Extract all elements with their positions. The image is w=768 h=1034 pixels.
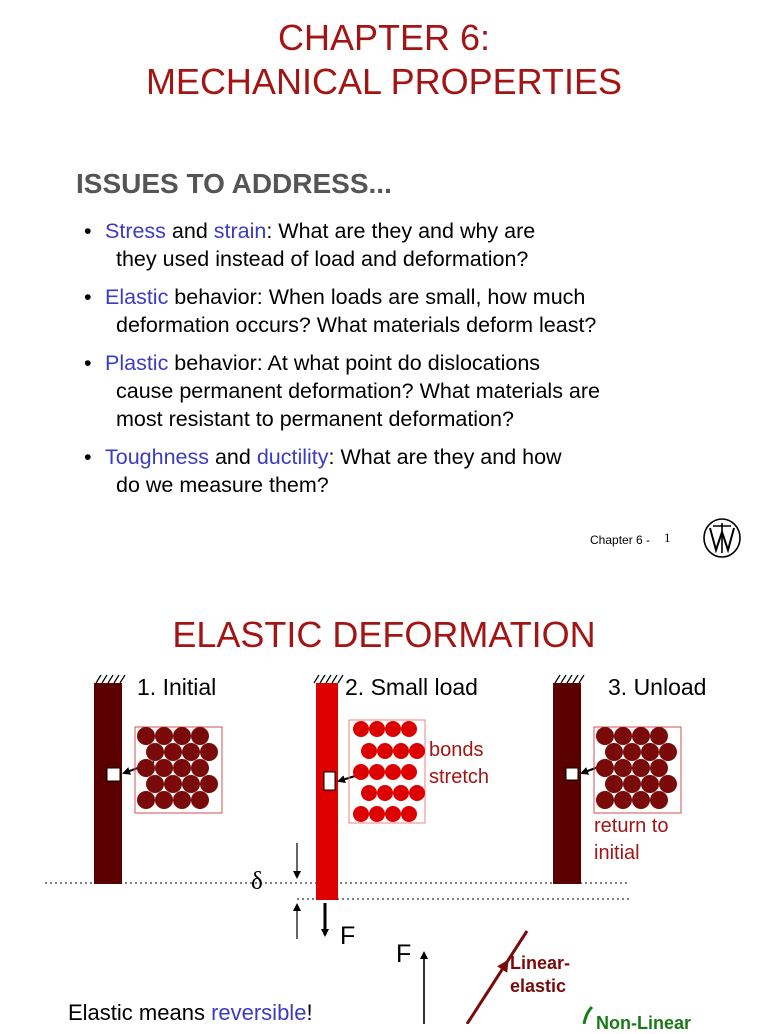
force-displacement-graph [420, 930, 594, 1024]
bullet-text: most resistant to permanent deformation? [116, 407, 514, 431]
bullet-text: and [165, 219, 214, 243]
atom-lattice-stretched [353, 721, 425, 822]
bullet-text: they used instead of load and deformatio… [116, 247, 529, 271]
linear-label-line: elastic [510, 976, 567, 996]
footer-chapter-label: Chapter 6 - [590, 533, 651, 547]
bullet-toughness: • Toughness and ductility: What are they… [84, 443, 562, 499]
term-plastic: Plastic [105, 351, 169, 375]
atom-lattice-initial [137, 727, 218, 809]
graph-force-label: F [396, 940, 412, 968]
bullet-elastic: • Elastic behavior: When loads are small… [84, 283, 596, 339]
return-label-line: return to [594, 815, 669, 837]
step-unload-label: 3. Unload [608, 674, 707, 700]
elastic-deformation-diagram [45, 674, 682, 1024]
publisher-logo [703, 518, 741, 558]
caption-text: Elastic means [68, 1000, 212, 1025]
bonds-label-line: stretch [429, 766, 490, 788]
term-elastic: Elastic [105, 285, 169, 309]
bullet-dot: • [84, 285, 92, 309]
step-small-load-label: 2. Small load [345, 674, 478, 700]
caption-text: ! [306, 1000, 313, 1025]
term-stress: Stress [105, 219, 166, 243]
bullet-dot: • [84, 445, 92, 469]
chapter-subtitle: MECHANICAL PROPERTIES [145, 61, 623, 102]
return-label-line: initial [594, 842, 640, 864]
bullet-text: cause permanent deformation? What materi… [116, 379, 600, 403]
bar-small-load [293, 674, 426, 939]
bullet-dot: • [84, 351, 92, 375]
bullet-text: behavior: When loads are small, how much [168, 285, 586, 309]
nonlinear-curve [582, 1005, 594, 1024]
bullet-text: deformation occurs? What materials defor… [116, 313, 597, 337]
bullet-text: do we measure them? [116, 473, 329, 497]
bar-unload [553, 674, 682, 884]
force-label: F [340, 922, 356, 950]
step-initial-label: 1. Initial [137, 674, 217, 700]
bullet-text: behavior: At what point do dislocations [168, 351, 541, 375]
linear-label-line: Linear- [510, 953, 571, 973]
atom-lattice-returned [596, 727, 677, 809]
bullet-dot: • [84, 219, 92, 243]
issues-heading: ISSUES TO ADDRESS... [76, 168, 392, 199]
page-number: 1 [664, 530, 671, 545]
term-ductility: ductility [256, 445, 329, 469]
bullet-stress-strain: • Stress and strain: What are they and w… [84, 217, 535, 273]
delta-symbol: δ [251, 868, 263, 895]
return-to-initial-label: return to initial [594, 813, 668, 867]
bonds-stretch-label: bonds stretch [429, 737, 489, 791]
slide-title: ELASTIC DEFORMATION [172, 614, 596, 655]
chapter-title: CHAPTER 6: [277, 17, 491, 58]
bonds-label-line: bonds [429, 739, 484, 761]
elastic-means-caption: Elastic means reversible! [68, 1000, 313, 1026]
bullet-text: : What are they and why are [266, 219, 536, 243]
term-toughness: Toughness [105, 445, 209, 469]
bullet-text: : What are they and how [328, 445, 562, 469]
linear-elastic-arrow [484, 959, 509, 996]
bullet-plastic: • Plastic behavior: At what point do dis… [84, 349, 600, 433]
term-strain: strain [213, 219, 267, 243]
linear-elastic-label: Linear- elastic [510, 952, 570, 998]
bullet-text: and [209, 445, 257, 469]
term-reversible: reversible [211, 1000, 307, 1025]
bar-initial [94, 674, 223, 884]
